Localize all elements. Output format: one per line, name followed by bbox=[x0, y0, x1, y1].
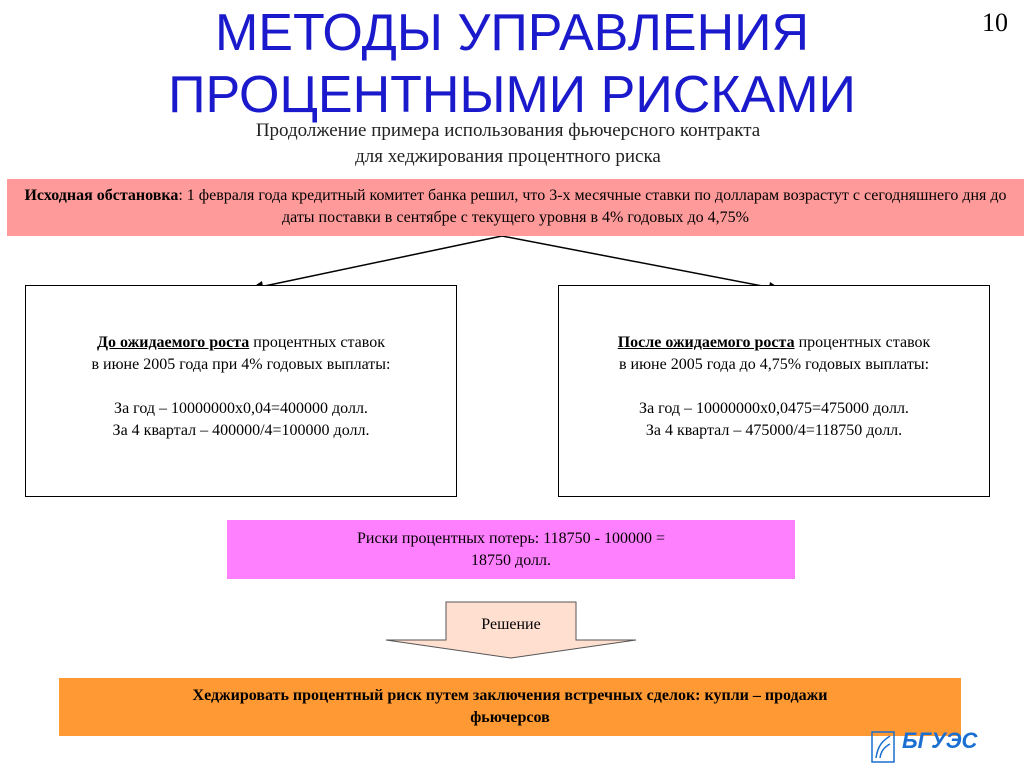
before-calc-year: За год – 10000000х0,04=400000 долл. bbox=[114, 400, 368, 417]
slide-subtitle: Продолжение примера использования фьючер… bbox=[255, 120, 761, 167]
logo-icon: БГУЭС bbox=[871, 728, 979, 763]
logo-text: БГУЭС bbox=[902, 728, 979, 753]
connector-right bbox=[501, 235, 779, 290]
after-heading-rest: процентных ставок bbox=[794, 334, 931, 351]
after-line2: в июне 2005 года до 4,75% годовых выплат… bbox=[618, 356, 930, 373]
after-calc-year: За год – 10000000х0,0475=475000 долл. bbox=[639, 400, 909, 417]
situation-text: : 1 февраля года кредитный комитет банка… bbox=[178, 187, 1007, 226]
university-logo: БГУЭС bbox=[866, 722, 990, 764]
decision-label: Решение bbox=[481, 616, 541, 633]
before-rise-box: До ожидаемого роста процентных ставок в … bbox=[25, 285, 457, 497]
before-heading-rest: процентных ставок bbox=[249, 334, 385, 351]
after-calc-quarter: За 4 квартал – 475000/4=118750 долл. bbox=[645, 422, 903, 439]
slide-title: МЕТОДЫ УПРАВЛЕНИЯ ПРОЦЕНТНЫМИ РИСКАМИ bbox=[168, 4, 856, 124]
before-line2: в июне 2005 года при 4% годовых выплаты: bbox=[91, 356, 391, 373]
initial-situation-box: Исходная обстановка: 1 февраля года кред… bbox=[7, 179, 1024, 236]
page-number: 10 bbox=[982, 8, 1008, 37]
hedging-conclusion-box: Хеджировать процентный риск путем заключ… bbox=[59, 678, 961, 736]
interest-loss-risk-box: Риски процентных потерь: 118750 - 100000… bbox=[227, 520, 795, 579]
connector-left bbox=[254, 235, 503, 289]
situation-label: Исходная обстановка bbox=[24, 187, 179, 204]
before-heading: До ожидаемого роста bbox=[97, 334, 250, 351]
after-rise-box: После ожидаемого роста процентных ставок… bbox=[558, 285, 990, 497]
decision-arrow-shape bbox=[385, 601, 637, 659]
before-calc-quarter: За 4 квартал – 400000/4=100000 долл. bbox=[112, 422, 370, 439]
after-heading: После ожидаемого роста bbox=[617, 334, 795, 351]
